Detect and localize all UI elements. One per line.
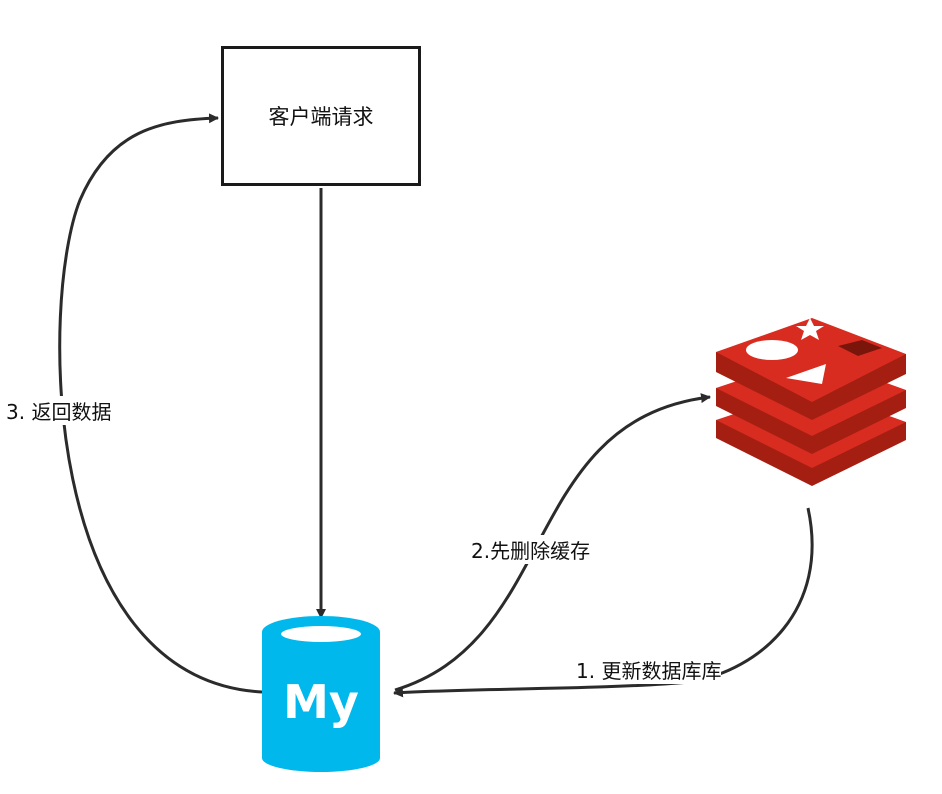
redis-dark-square: [838, 340, 882, 356]
edge-mysql-to-redis: [394, 393, 711, 692]
redis-triangle: [786, 364, 826, 384]
edge-mysql-to-client: [58, 113, 263, 694]
redis-star: [796, 318, 824, 340]
client-request-node: 客户端请求: [221, 46, 421, 186]
edge-label-delete-cache: 2.先删除缓存: [471, 535, 591, 564]
mysql-database-icon: My: [262, 616, 380, 772]
client-request-label: 客户端请求: [268, 105, 374, 129]
redis-circle: [746, 340, 798, 360]
edge-label-update-db: 1. 更新数据库库: [576, 655, 722, 684]
edge-label-return-data: 3. 返回数据: [6, 396, 112, 425]
mysql-logo-text: My: [283, 675, 359, 729]
redis-icon: [716, 318, 906, 486]
